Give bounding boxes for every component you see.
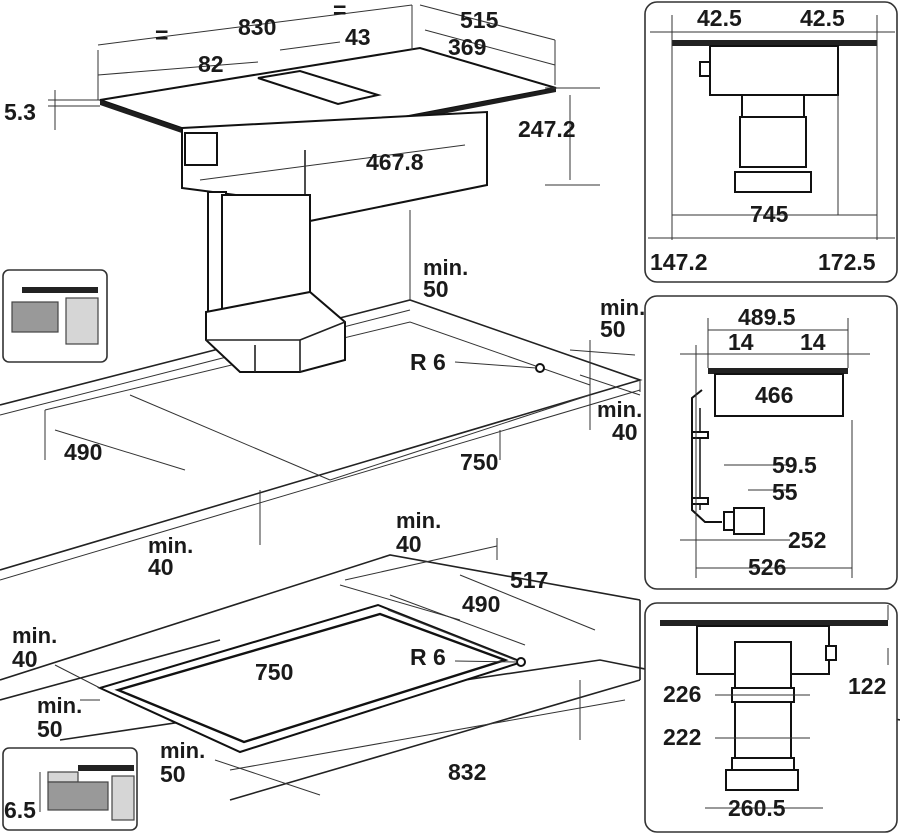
side-duct-depth-label: 252 xyxy=(788,527,826,553)
back-top-height-label: 122 xyxy=(848,673,886,699)
clearance-right-upper-value: 50 xyxy=(600,316,626,342)
front-view-panel: 42.5 42.5 745 147.2 172.5 xyxy=(644,1,898,283)
top-width-label: 830 xyxy=(238,14,276,40)
side-margin-right-label: 14 xyxy=(800,329,826,355)
side-body-depth-label: 466 xyxy=(755,382,793,408)
flush-corner-radius-label: R 6 xyxy=(410,644,446,670)
back-duct-height-a-label: 226 xyxy=(663,681,701,707)
flush-cutout-depth-label: 490 xyxy=(462,591,500,617)
cutout-depth-label: 490 xyxy=(64,439,102,465)
flush-clearance-front-value: 50 xyxy=(160,761,186,787)
clearance-right-upper-min: min. xyxy=(600,295,645,320)
flush-mount-view: min. 40 517 490 750 R 6 832 min. 40 min.… xyxy=(0,508,900,801)
cutout-width-label: 750 xyxy=(460,449,498,475)
flush-clearance-left-lower-value: 50 xyxy=(37,716,63,742)
side-duct-offset-b-label: 55 xyxy=(772,479,798,505)
body-width-label: 467.8 xyxy=(366,149,424,175)
flush-clearance-left-min: min. xyxy=(12,623,57,648)
top-depth-label: 515 xyxy=(460,7,499,33)
flush-cutout-width-label: 750 xyxy=(255,659,293,685)
back-duct-height-b-label: 222 xyxy=(663,724,701,750)
hob-isometric-view: = 830 = 515 82 43 369 5.3 247.2 467.8 mi… xyxy=(0,0,645,581)
top-width-equal-right: = xyxy=(333,0,346,23)
flush-rebate-depth-label: 517 xyxy=(510,567,548,593)
back-outlet-width-label: 260.5 xyxy=(728,795,786,821)
side-view-panel: 489.5 14 14 466 59.5 55 252 526 xyxy=(644,295,898,590)
corner-radius-label: R 6 xyxy=(410,349,446,375)
clearance-front-min: min. xyxy=(148,533,193,558)
clearance-top-value: 50 xyxy=(423,276,449,302)
front-outer-left-label: 147.2 xyxy=(650,249,708,275)
flush-clearance-left-value: 40 xyxy=(12,646,38,672)
vent-depth-label: 369 xyxy=(448,34,486,60)
clearance-top-min: min. xyxy=(423,255,468,280)
front-margin-left-label: 42.5 xyxy=(697,5,742,31)
flush-clearance-front-min: min. xyxy=(160,738,205,763)
surface-mount-icon xyxy=(2,269,108,363)
flush-clearance-back-value: 40 xyxy=(396,531,422,557)
side-total-depth-label: 489.5 xyxy=(738,304,796,330)
vent-offset-label: 82 xyxy=(198,51,224,77)
flush-clearance-back-min: min. xyxy=(396,508,441,533)
top-width-equal-left: = xyxy=(155,22,168,48)
back-view-panel: 226 222 122 260.5 xyxy=(644,602,898,833)
front-margin-right-label: 42.5 xyxy=(800,5,845,31)
side-overall-depth-label: 526 xyxy=(748,554,786,580)
side-margin-left-label: 14 xyxy=(728,329,754,355)
rebate-height-label: 6.5 xyxy=(4,797,36,823)
flush-rebate-width-label: 832 xyxy=(448,759,486,785)
front-outer-right-label: 172.5 xyxy=(818,249,876,275)
front-inner-width-label: 745 xyxy=(750,201,789,227)
clearance-right-lower-value: 40 xyxy=(612,419,638,445)
clearance-front-value: 40 xyxy=(148,554,174,580)
vent-depth-offset-label: 43 xyxy=(345,24,371,50)
clearance-right-lower-min: min. xyxy=(597,397,642,422)
flush-clearance-left-lower-min: min. xyxy=(37,693,82,718)
flush-mount-icon: 6.5 xyxy=(2,747,138,831)
height-label: 247.2 xyxy=(518,116,576,142)
side-duct-offset-a-label: 59.5 xyxy=(772,452,817,478)
glass-thickness-label: 5.3 xyxy=(4,99,36,125)
